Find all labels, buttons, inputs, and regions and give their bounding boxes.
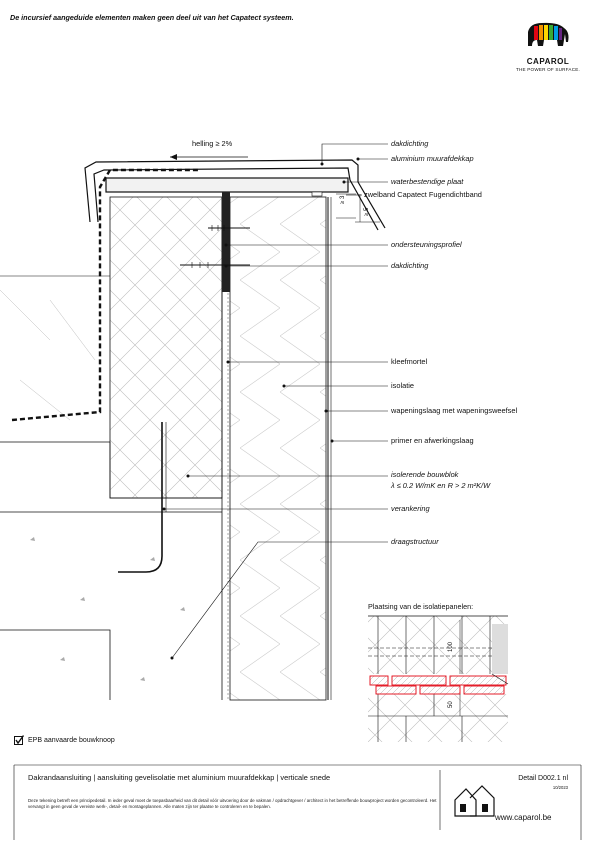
anchor-rod	[118, 422, 163, 573]
label-primer: primer en afwerkingslaag	[391, 436, 474, 445]
label-dakdichting-2: dakdichting	[391, 261, 429, 270]
brand-tagline: THE POWER OF SURFACE.	[516, 67, 580, 72]
brand-name: CAPAROL	[526, 57, 570, 66]
dim-3: ≥ 3	[340, 195, 346, 204]
epb-badge: EPB aanvaarde bouwknoop	[14, 735, 115, 745]
inset-title: Plaatsing van de isolatiepanelen:	[368, 602, 474, 611]
checkbox-check-icon	[14, 735, 24, 745]
label-zwelband: zwelband Capatect Fugendichtband	[364, 190, 482, 199]
label-muurafdekkap: aluminium muurafdekkap	[391, 154, 474, 163]
house-icon	[454, 785, 495, 817]
label-ondersteuningsprofiel: ondersteuningsprofiel	[391, 240, 462, 249]
label-verankering: verankering	[391, 504, 430, 513]
label-isolatie: isolatie	[391, 381, 415, 390]
elephant-logo-icon	[528, 22, 569, 46]
detail-number: Detail D002.1 nl	[518, 775, 568, 782]
screws	[180, 225, 250, 268]
label-draagstructuur: draagstructuur	[391, 537, 439, 546]
label-wapeningslaag: wapeningslaag met wapeningsweefsel	[391, 406, 518, 415]
leader-lines	[164, 143, 388, 659]
label-dakdichting: dakdichting	[391, 139, 429, 148]
label-kleefmortel: kleefmortel	[391, 357, 428, 366]
inset-dim-100: 100	[448, 641, 454, 652]
epb-label: EPB aanvaarde bouwknoop	[28, 736, 115, 744]
label-waterbestendige-plaat: waterbestendige plaat	[391, 177, 464, 186]
website-link[interactable]: www.caparol.be	[495, 813, 552, 822]
detail-date: 10/2023	[552, 785, 568, 790]
disclaimer-note: De incursief aangeduide elementen maken …	[10, 13, 294, 22]
detail-title: Dakrandaansluiting | aansluiting gevelis…	[28, 773, 331, 782]
slope-label: helling ≥ 2%	[192, 139, 233, 148]
support-profile	[222, 192, 230, 292]
dimension-lines	[336, 193, 380, 223]
label-lambda-spec: λ ≤ 0.2 W/mK en R > 2 m²K/W	[391, 481, 491, 490]
caparol-logo[interactable]: CAPAROL THE POWER OF SURFACE.	[508, 20, 588, 72]
label-isolerende-bouwblok: isolerende bouwblok	[391, 470, 459, 479]
inset-dim-50: 50	[448, 701, 454, 708]
insulation-panel	[229, 196, 327, 701]
disclaimer-text: Deze tekening betreft een principedetail…	[28, 798, 437, 809]
inset-panel-placement	[368, 615, 509, 742]
dim-5: ≥ 5	[364, 207, 370, 216]
